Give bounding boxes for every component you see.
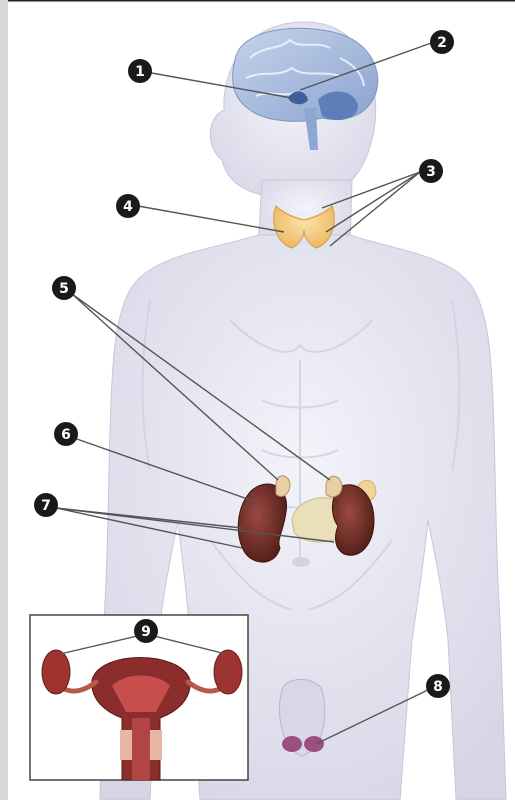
navel	[292, 557, 310, 567]
right-ovary	[214, 650, 242, 694]
callout-5: 5	[52, 276, 76, 300]
callout-1-label: 1	[135, 64, 145, 80]
callout-3-label: 3	[426, 164, 436, 180]
callout-2-label: 2	[437, 35, 447, 51]
callout-6-label: 6	[61, 427, 71, 443]
callout-2: 2	[430, 30, 454, 54]
callout-9-label: 9	[141, 624, 151, 640]
callout-8-label: 8	[433, 679, 443, 695]
callout-8: 8	[426, 674, 450, 698]
left-margin-strip	[0, 0, 8, 800]
genital-region	[279, 680, 324, 757]
callout-4: 4	[116, 194, 140, 218]
left-ovary	[42, 650, 70, 694]
callout-9: 9	[134, 619, 158, 643]
callout-7-label: 7	[41, 498, 51, 514]
callout-5-label: 5	[59, 281, 69, 297]
callout-7: 7	[34, 493, 58, 517]
callout-3: 3	[419, 159, 443, 183]
callout-1: 1	[128, 59, 152, 83]
right-testis	[304, 736, 324, 752]
callout-4-label: 4	[123, 199, 133, 215]
top-border	[8, 0, 515, 2]
callout-6: 6	[54, 422, 78, 446]
left-testis	[282, 736, 302, 752]
